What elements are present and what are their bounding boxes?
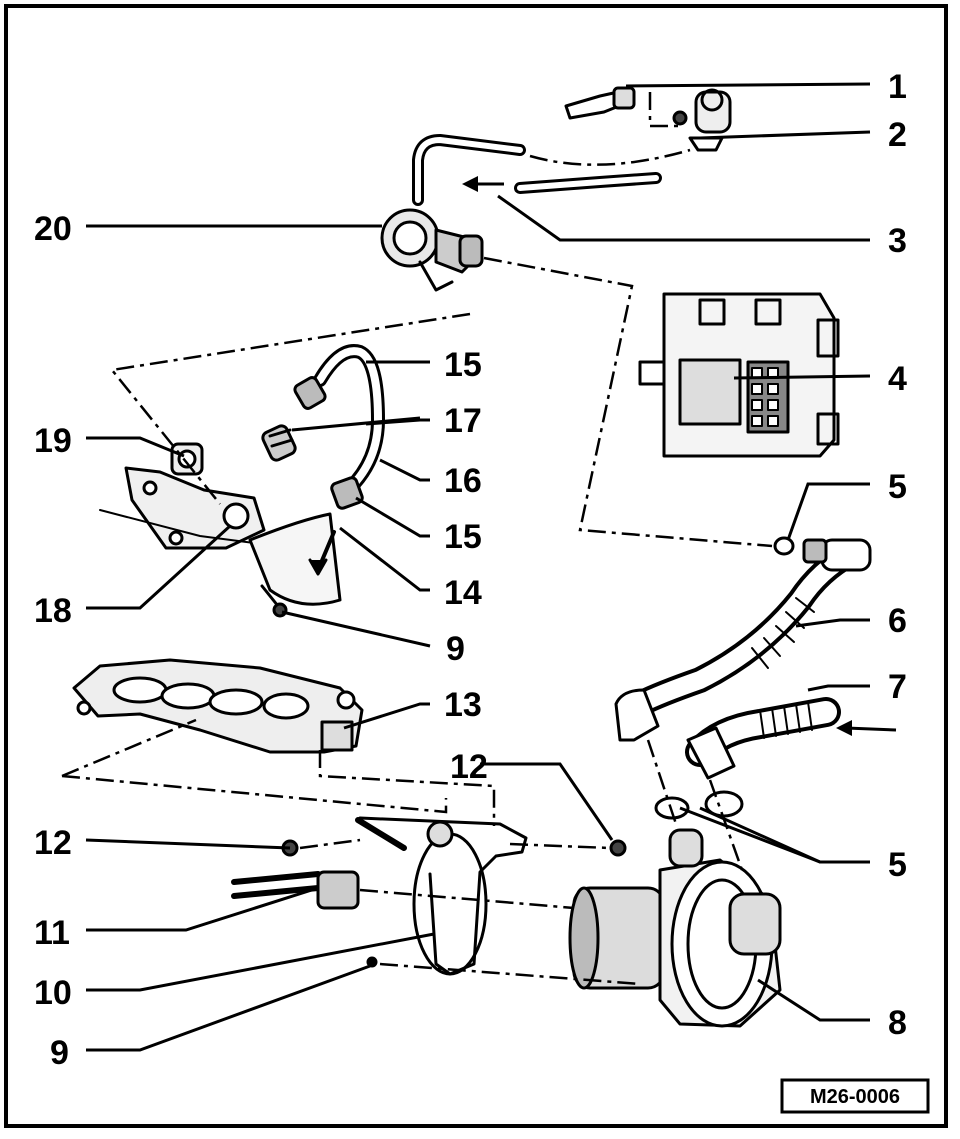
part-9-nut-lower bbox=[366, 956, 378, 968]
callout-9-lower: 9 bbox=[50, 1034, 69, 1072]
callout-15: 15 bbox=[444, 346, 482, 384]
part-4-control-unit bbox=[638, 292, 840, 458]
part-13-manifold bbox=[72, 658, 364, 754]
figure-id-box: M26-0006 bbox=[780, 1078, 930, 1114]
callout-1: 1 bbox=[888, 68, 907, 106]
leader-lines bbox=[85, 82, 871, 1052]
callout-3: 3 bbox=[888, 222, 907, 260]
assembly-lines bbox=[61, 92, 773, 986]
part-8-air-pump bbox=[568, 828, 782, 1028]
callout-11: 11 bbox=[34, 914, 70, 952]
callout-5: 5 bbox=[888, 468, 907, 506]
callout-labels: 1 2 3 4 5 6 7 8 9 10 11 12 13 14 15 16 1… bbox=[34, 68, 907, 1072]
callout-20: 20 bbox=[34, 210, 72, 248]
part-16-pipe bbox=[293, 344, 385, 510]
part-12-bolt-right bbox=[609, 839, 627, 857]
callout-12-left: 12 bbox=[34, 824, 72, 862]
callout-2: 2 bbox=[888, 116, 907, 154]
part-17-filter bbox=[261, 424, 297, 462]
part-1-connector bbox=[564, 86, 636, 120]
callout-8: 8 bbox=[888, 1004, 907, 1042]
part-3-vacuum-hoses bbox=[412, 134, 662, 206]
callout-18: 18 bbox=[34, 592, 72, 630]
arrow-left-icon bbox=[462, 176, 897, 736]
part-6-hose bbox=[614, 538, 872, 742]
part-5-oring-upper bbox=[773, 536, 795, 556]
part-20-combination-valve bbox=[380, 208, 484, 292]
callout-12: 12 bbox=[450, 748, 488, 786]
callout-10: 10 bbox=[34, 974, 72, 1012]
callout-9: 9 bbox=[446, 630, 465, 668]
callout-13: 13 bbox=[444, 686, 482, 724]
callout-4: 4 bbox=[888, 360, 907, 398]
callout-14: 14 bbox=[444, 574, 482, 612]
callout-6: 6 bbox=[888, 602, 907, 640]
callout-7: 7 bbox=[888, 668, 907, 706]
callout-16: 16 bbox=[444, 462, 482, 500]
figure-id-text: M26-0006 bbox=[810, 1086, 900, 1108]
callout-5-lower: 5 bbox=[888, 846, 907, 884]
part-10-bracket bbox=[355, 816, 528, 976]
callout-17: 17 bbox=[444, 402, 482, 440]
callout-15-lower: 15 bbox=[444, 518, 482, 556]
frame-border bbox=[4, 4, 948, 1128]
part-19-gasket bbox=[170, 442, 204, 476]
part-11-connector bbox=[231, 870, 360, 910]
part-7-intake-hose bbox=[685, 697, 841, 780]
callout-19: 19 bbox=[34, 422, 72, 460]
